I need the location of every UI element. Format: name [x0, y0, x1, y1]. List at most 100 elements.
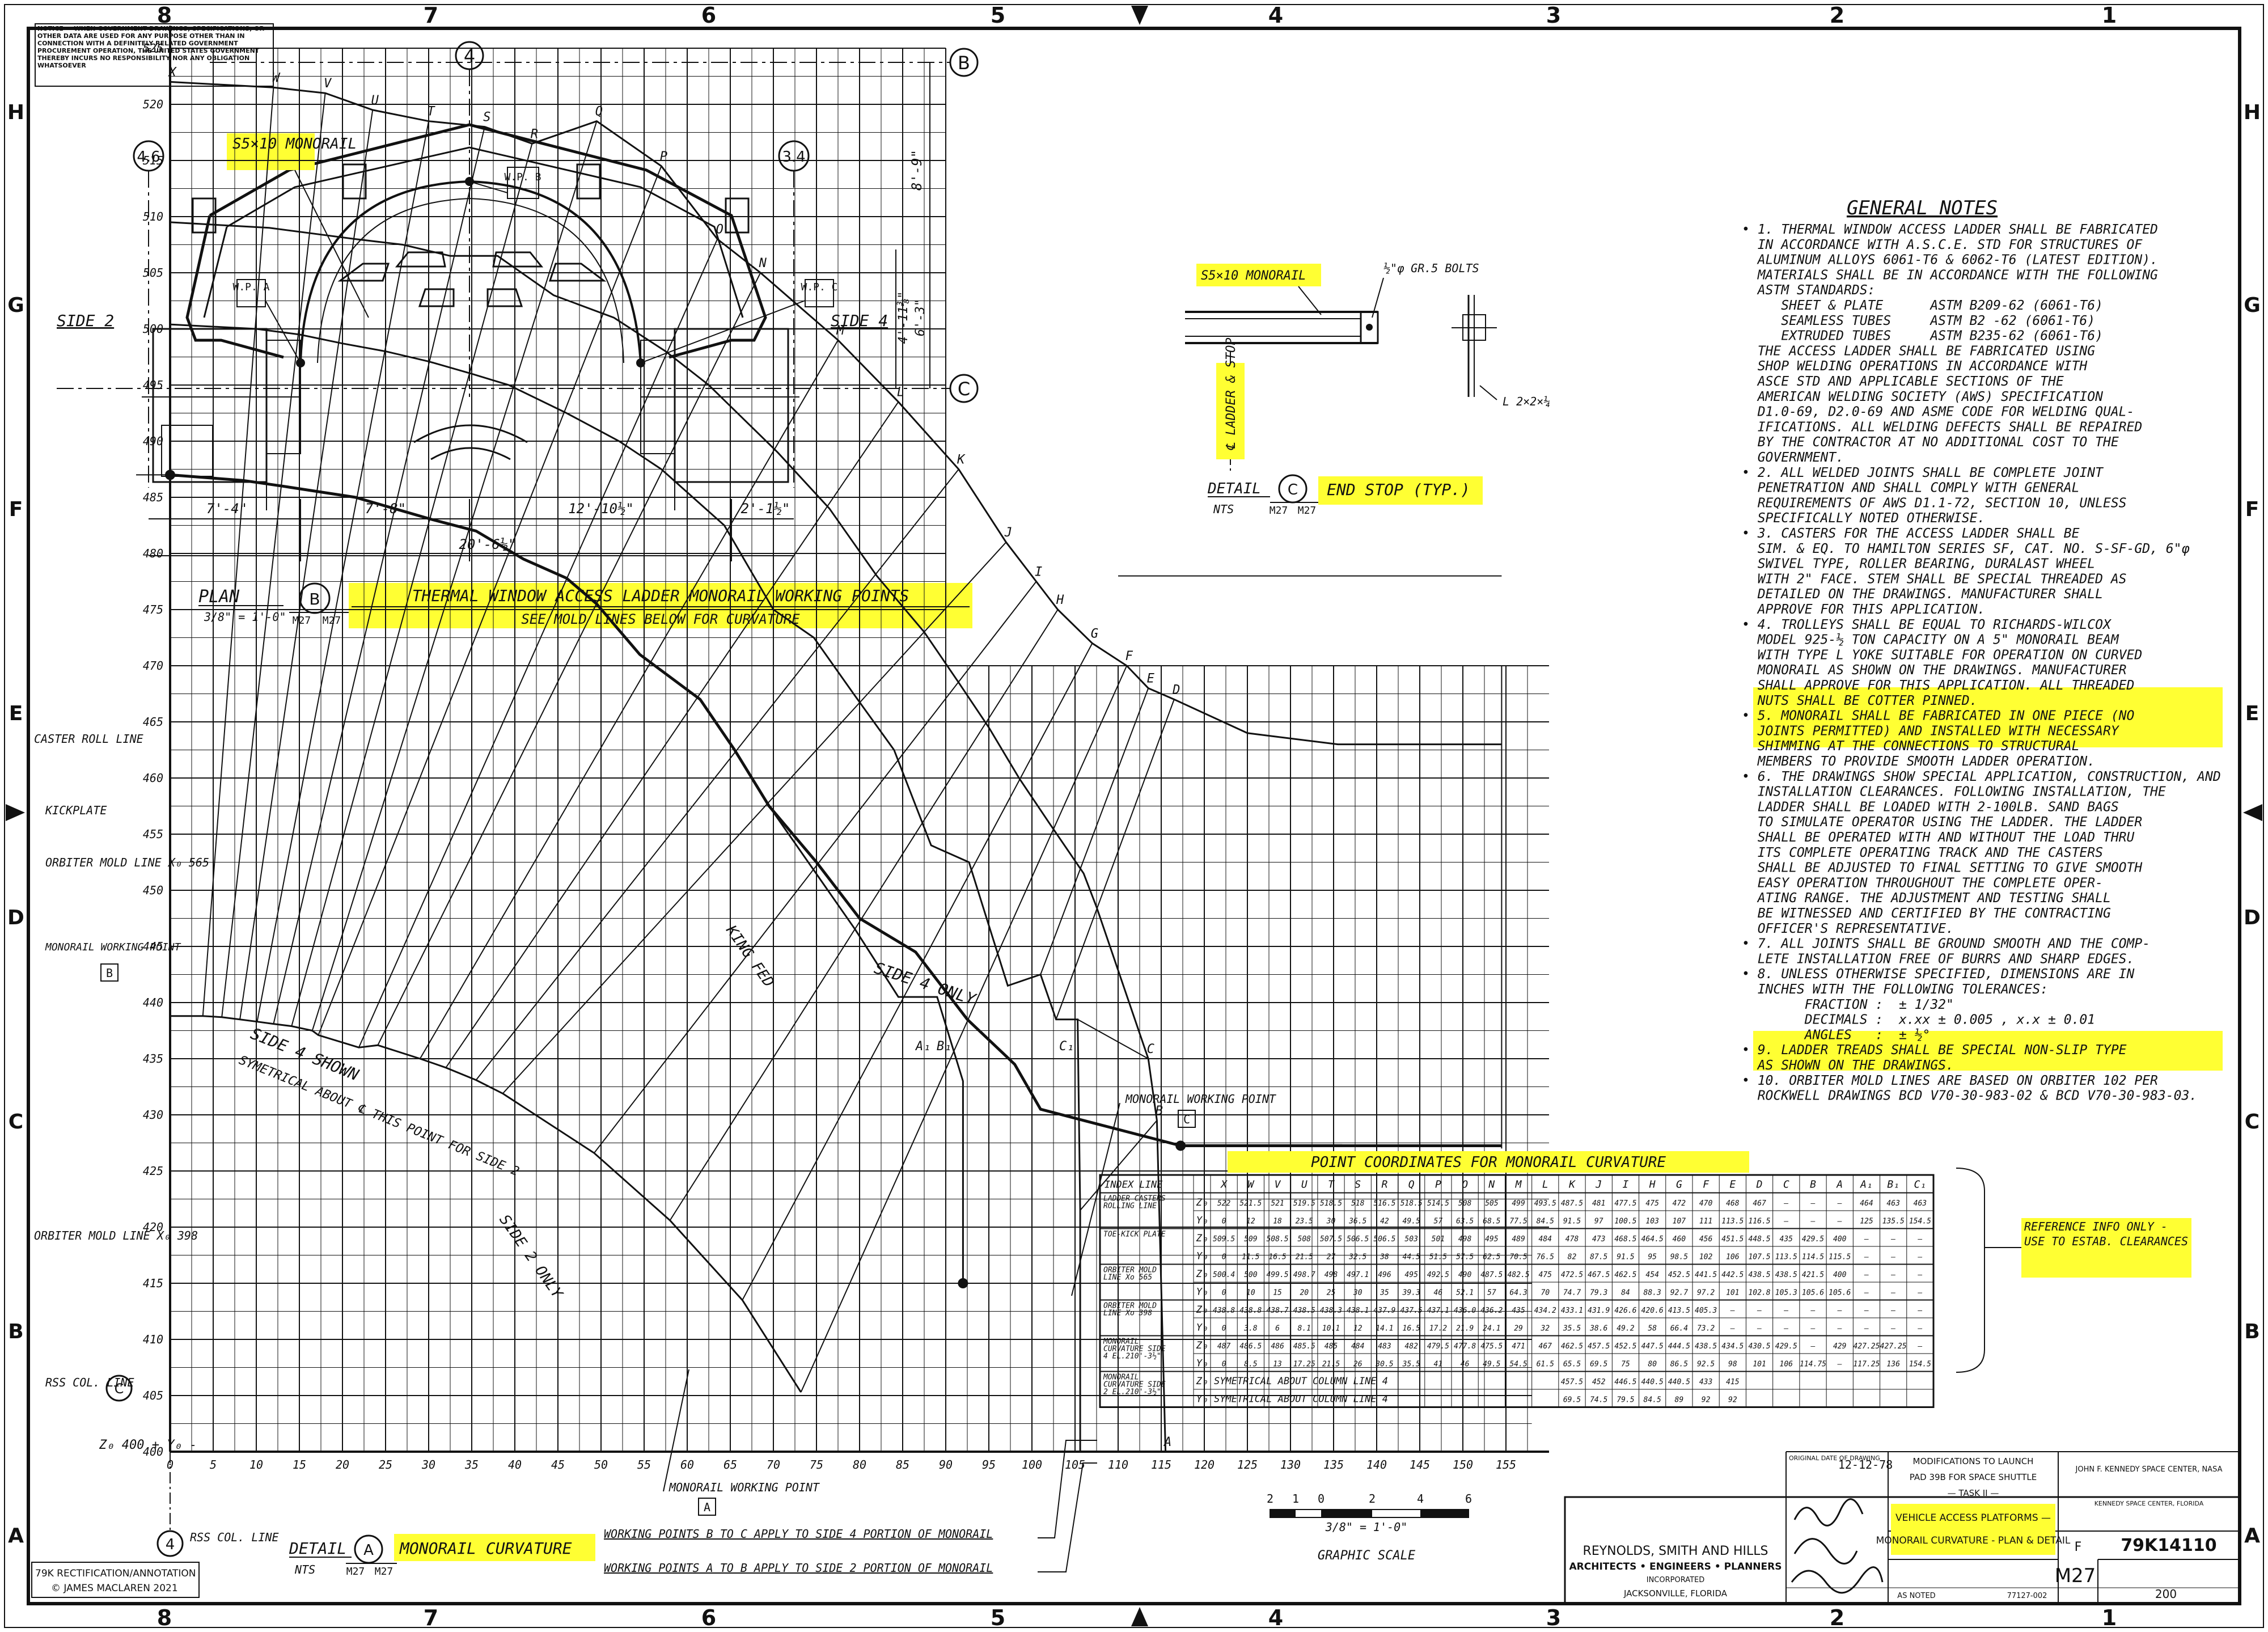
table-cell: 25: [1327, 1289, 1336, 1297]
notes-list: • 1. THERMAL WINDOW ACCESS LADDER SHALL …: [1742, 222, 2221, 1103]
table-cell: 102: [1699, 1253, 1713, 1262]
table-cell: —: [1757, 1325, 1762, 1333]
plan-caption-2: SEE MOLD LINES BELOW FOR CURVATURE: [521, 611, 800, 627]
table-cell: 97: [1594, 1217, 1603, 1226]
table-header-cell: W: [1247, 1179, 1255, 1191]
table-cell: —: [1890, 1325, 1895, 1333]
note-line: MATERIALS SHALL BE IN ACCORDANCE WITH TH…: [1742, 268, 2158, 282]
table-cell: 113.5: [1721, 1217, 1744, 1226]
index-line: [358, 239, 718, 1048]
table-cell: 46: [1461, 1360, 1470, 1369]
table-axis-cell: Z₀: [1196, 1304, 1208, 1316]
table-axis-cell: Y₀: [1196, 1358, 1208, 1369]
table-cell: 444.5: [1668, 1342, 1690, 1351]
mod-line-2: PAD 39B FOR SPACE SHUTTLE: [1910, 1472, 2037, 1482]
table-cell: 54.5: [1509, 1360, 1527, 1369]
table-row-label: TOE-KICK PLATE: [1103, 1231, 1166, 1239]
table-cell: 62.5: [1483, 1253, 1500, 1262]
note-line: ASCE STD AND APPLICABLE SECTIONS OF THE: [1742, 374, 2064, 389]
index-letter: K: [957, 453, 966, 467]
detail-c-ref-letter: C: [1288, 481, 1298, 498]
table-cell: 8.5: [1244, 1360, 1258, 1369]
table-cell: 57: [1434, 1217, 1443, 1226]
grid-C-text: C: [958, 378, 970, 400]
graph-curves: [136, 81, 1503, 1452]
index-line: [475, 468, 959, 1081]
table-header-cell: S: [1355, 1179, 1361, 1191]
center-arrow-left-icon: [6, 804, 25, 821]
table-cell: 500: [1244, 1271, 1258, 1279]
note-line: NUTS SHALL BE COTTER PINNED.: [1742, 694, 1977, 708]
table-cell: 98.5: [1670, 1253, 1688, 1262]
index-letter: H: [1056, 593, 1064, 607]
label-orbiter-565: ORBITER MOLD LINE X₀ 565: [45, 856, 209, 869]
label-c1: C₁: [1059, 1039, 1074, 1054]
table-cell: 519.5: [1293, 1199, 1315, 1208]
note-line: ANGLES : ± ½°: [1742, 1028, 1930, 1042]
table-cell: 32: [1540, 1325, 1550, 1333]
table-cell: 21.9: [1456, 1325, 1474, 1333]
table-cell: 74.7: [1563, 1289, 1581, 1297]
table-cell: 39.3: [1402, 1289, 1420, 1297]
table-cell: —: [1837, 1307, 1842, 1315]
table-cell: —: [1783, 1199, 1788, 1208]
table-header-cell: X: [1220, 1179, 1228, 1191]
table-header-cell: T: [1328, 1179, 1335, 1191]
scale-num-6: 6: [1465, 1492, 1472, 1506]
index-letter: P: [660, 150, 667, 164]
note-line: • 6. THE DRAWINGS SHOW SPECIAL APPLICATI…: [1742, 770, 2221, 784]
y-tick-label: 35: [464, 1458, 479, 1472]
table-cell: 451.5: [1721, 1235, 1744, 1244]
table-cell: —: [1890, 1289, 1895, 1297]
table-cell: 470: [1699, 1199, 1713, 1208]
table-cell: 472: [1673, 1199, 1686, 1208]
scale-num-0: 0: [1318, 1492, 1325, 1506]
rss-col-ref: C: [115, 1381, 124, 1397]
label-side-2-only: SIDE 2 ONLY: [496, 1212, 566, 1303]
firm-incorporated: INCORPORATED: [1647, 1576, 1705, 1584]
detail-c-ladder-label: ℄ LADDER & STOP: [1224, 337, 1238, 451]
grid-B-text: B: [958, 52, 970, 74]
table-cell: —: [1730, 1307, 1735, 1315]
table-cell: 452: [1592, 1378, 1606, 1386]
table-cell: 115.5: [1829, 1253, 1851, 1262]
table-cell: 447.5: [1641, 1342, 1664, 1351]
z-tick-label: 415: [143, 1276, 163, 1290]
wp-a-label: W.P. A: [232, 281, 269, 293]
table-cell: 106: [1726, 1253, 1740, 1262]
note-line: SHOP WELDING OPERATIONS IN ACCORDANCE WI…: [1742, 359, 2087, 374]
z-tick-label: 475: [143, 603, 163, 616]
table-cell: 116.5: [1748, 1217, 1770, 1226]
index-line: [239, 109, 374, 1020]
table-cell: 516.5: [1373, 1199, 1395, 1208]
table-cell: 435: [1512, 1307, 1525, 1315]
table-cell: 508: [1458, 1199, 1472, 1208]
table-cell: 136: [1886, 1360, 1900, 1369]
table-cell: 485: [1325, 1342, 1338, 1351]
table-cell: 92.7: [1670, 1289, 1688, 1297]
table-cell: 437.1: [1427, 1307, 1449, 1315]
orbiter-mold-line-398-curve: [170, 1015, 802, 1393]
table-axis-cell: Z₀: [1196, 1233, 1208, 1244]
table-cell: —: [1837, 1199, 1842, 1208]
wp-c-label: W.P. C: [801, 281, 837, 293]
detail-c-end-stop: S5×10 MONORAIL ½"φ GR.5 BOLTS ℄ LADDER &…: [1185, 261, 1550, 517]
detail-a-note-2: WORKING POINTS A TO B APPLY TO SIDE 2 PO…: [604, 1561, 993, 1575]
table-cell: 421.5: [1802, 1271, 1824, 1279]
note-line: REQUIREMENTS OF AWS D1.1-72, SECTION 10,…: [1742, 496, 2127, 510]
table-cell: 503: [1404, 1235, 1417, 1244]
col-label-5-top: 5: [991, 3, 1005, 28]
graphic-scale: 2 1 0 2 4 6 3/8" = 1'-0" GRAPHIC SCALE: [1267, 1492, 1472, 1563]
label-rss-col-line: RSS COL. LINE: [45, 1376, 134, 1389]
table-cell: 63.5: [1456, 1217, 1474, 1226]
table-cell: 490: [1458, 1271, 1472, 1279]
original-date: 12-12-78: [1838, 1458, 1893, 1472]
label-wp-b-ref: B: [106, 966, 113, 980]
general-notes: GENERAL NOTES • 1. THERMAL WINDOW ACCESS…: [1742, 197, 2223, 1103]
table-cell: 154.5: [1909, 1217, 1931, 1226]
table-cell: 435: [1780, 1235, 1793, 1244]
y-tick-label: 40: [508, 1458, 522, 1472]
